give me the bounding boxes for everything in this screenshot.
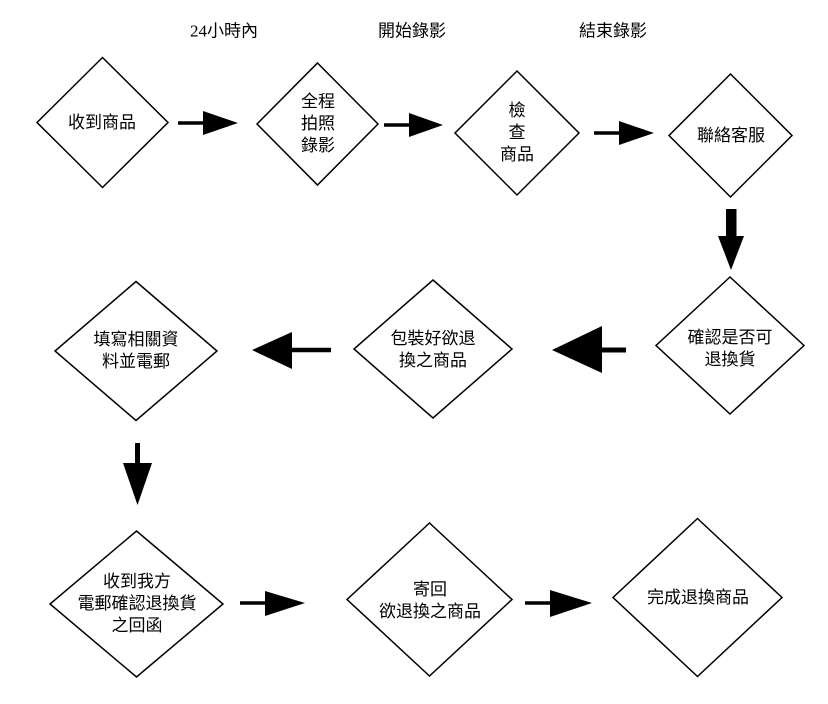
annotation-24-hours: 24小時內 — [190, 21, 258, 41]
node-receive-goods-label: 收到商品 — [68, 113, 136, 132]
node-photo-video-record-shape — [255, 61, 380, 187]
arrow-fill-to-reply — [123, 443, 152, 505]
node-confirm-returnable-shape — [654, 275, 806, 416]
arrow-confirm-to-pack — [552, 326, 626, 373]
node-complete-exchange-shape — [611, 517, 784, 678]
arrow-record-to-inspect — [384, 113, 443, 137]
arrow-contact-to-confirm — [718, 209, 744, 270]
node-contact-support-shape — [667, 72, 794, 199]
node-inspect-goods-shape — [453, 69, 581, 197]
node-ship-back-goods-shape — [345, 521, 514, 678]
annotation-end-recording: 結束錄影 — [579, 21, 647, 41]
node-photo-video-record-label: 全程 拍照 錄影 — [301, 92, 335, 155]
node-fill-info-email-label: 填寫相關資 料並電郵 — [93, 330, 179, 371]
node-pack-goods-label: 包裝好欲退 換之商品 — [390, 329, 476, 370]
arrow-receive-to-record — [178, 111, 238, 135]
node-fill-info-email-shape — [53, 280, 219, 422]
arrow-inspect-to-contact — [594, 121, 654, 145]
node-receive-goods-shape — [35, 56, 170, 189]
node-receive-reply-letter-shape — [48, 530, 225, 678]
arrow-reply-to-shipback — [240, 591, 305, 616]
node-contact-support-label: 聯絡客服 — [697, 126, 765, 145]
node-inspect-goods-label: 檢 查 商品 — [500, 101, 534, 164]
arrow-shipback-to-complete — [525, 590, 592, 617]
node-receive-reply-letter-label: 收到我方 電郵確認退換貨 之回函 — [77, 572, 197, 635]
node-complete-exchange-label: 完成退換商品 — [647, 588, 749, 607]
node-confirm-returnable-label: 確認是否可 退換貨 — [687, 328, 773, 369]
arrow-pack-to-fill — [252, 332, 331, 369]
node-pack-goods-shape — [352, 279, 514, 419]
node-ship-back-goods-label: 寄回 欲退換之商品 — [379, 580, 481, 621]
annotation-start-recording: 開始錄影 — [378, 21, 446, 41]
